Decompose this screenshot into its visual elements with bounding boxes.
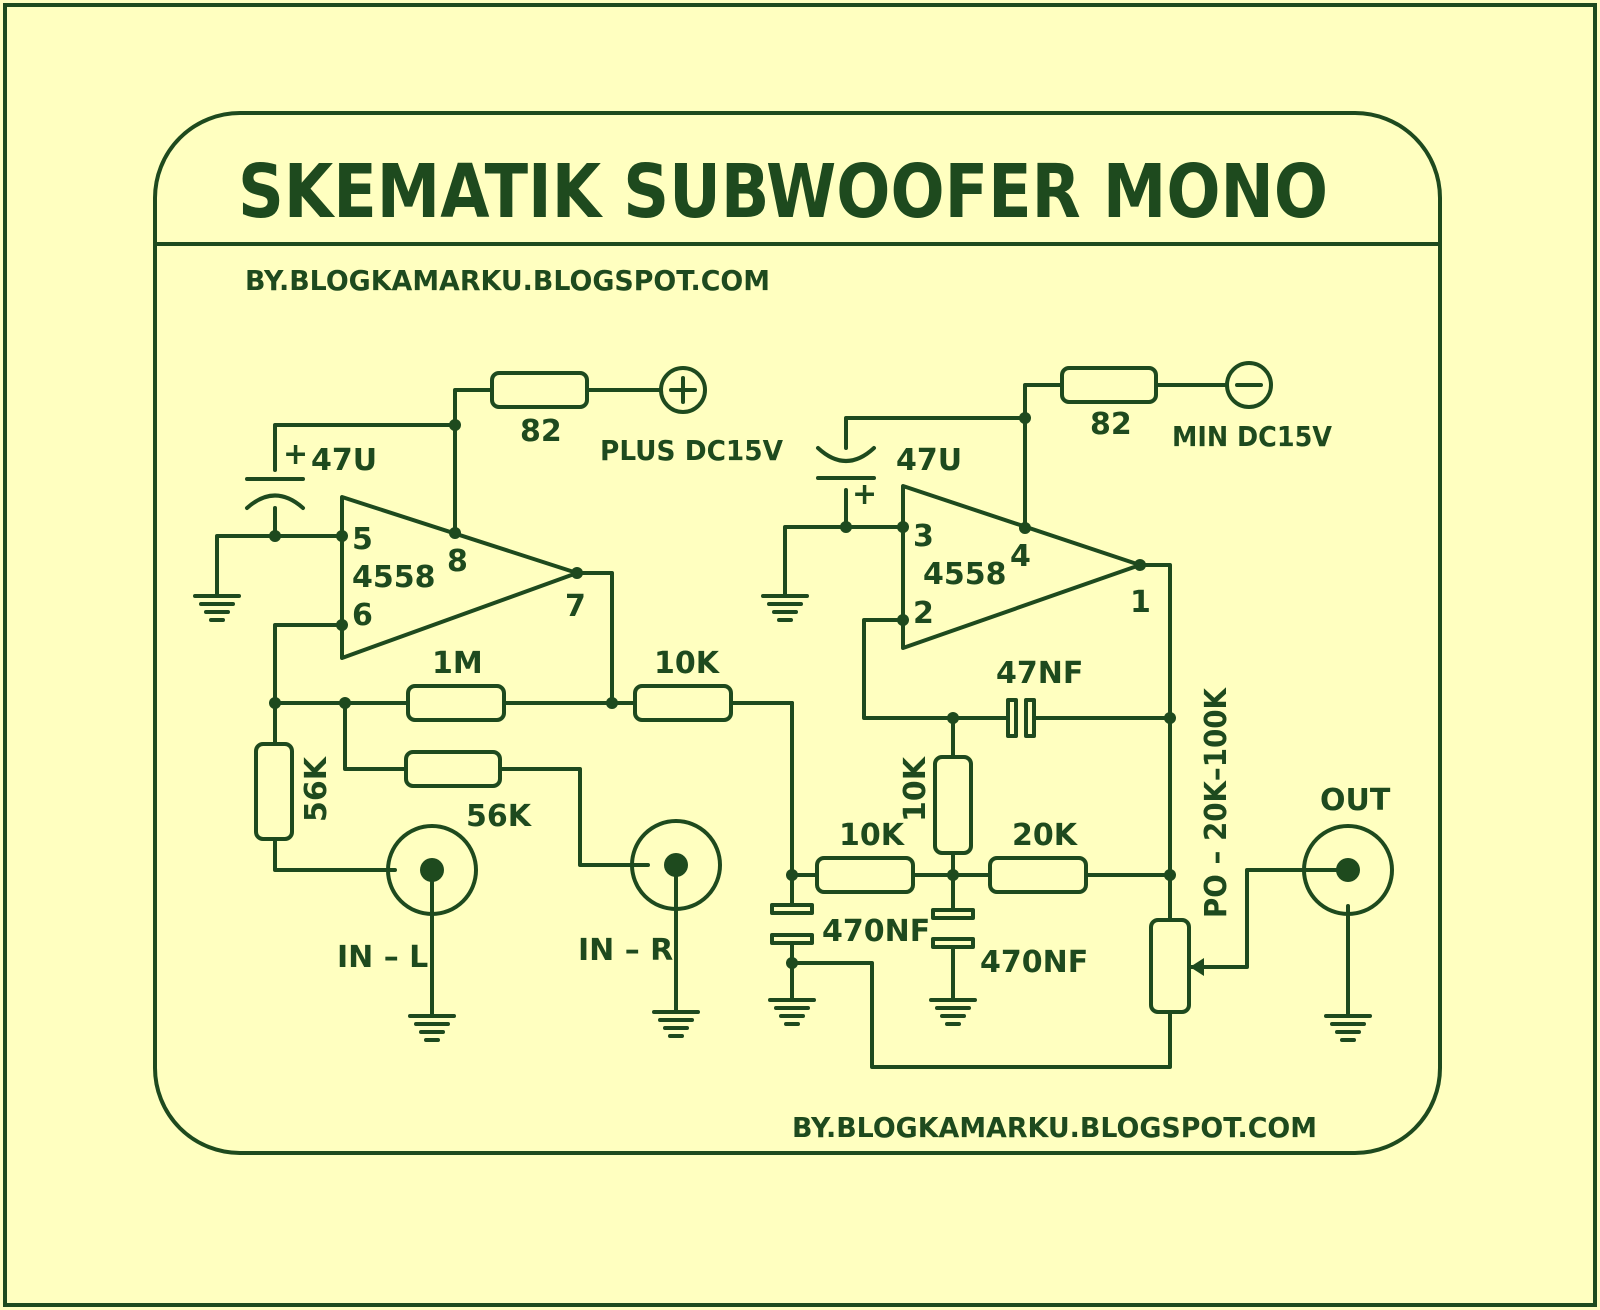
- wires: [215, 383, 1350, 1069]
- opamp2-pin-1: 1: [1130, 585, 1151, 620]
- cap-47nf-plate-a: [1006, 698, 1018, 738]
- plus-terminal: [659, 366, 707, 414]
- cap-470nf-1-plate-a: [770, 903, 814, 915]
- cap-470nf-2-plate-b: [931, 937, 975, 949]
- ground-5: [768, 998, 816, 1026]
- opamp1-pin-5: 5: [352, 522, 373, 557]
- cap-47nf-plate-b: [1024, 698, 1036, 738]
- pot-wiper-arrow: [1190, 958, 1204, 976]
- jack-out: [1302, 824, 1394, 916]
- opamp2-pin-3: 3: [913, 519, 934, 554]
- panel-frame: [153, 111, 1442, 1155]
- ground-7: [1324, 1014, 1372, 1042]
- page-title: SKEMATIK SUBWOOFER MONO: [238, 149, 1328, 235]
- jack-in-l: [386, 824, 478, 916]
- resistor-56k-right: [404, 750, 502, 788]
- label-82-min: 82: [1090, 407, 1132, 442]
- label-47u-right: 47U: [896, 443, 962, 478]
- ground-symbols: [193, 594, 1372, 1042]
- label-47u-left: 47U: [311, 443, 377, 478]
- opamp1-pin-6: 6: [352, 598, 373, 633]
- opamp1-name: 4558: [352, 560, 436, 595]
- resistor-1m: [406, 684, 506, 722]
- ground-1: [193, 594, 241, 622]
- opamp1-pin-8: 8: [447, 544, 468, 579]
- label-out: OUT: [1320, 783, 1391, 818]
- resistor-56k-left: [254, 742, 294, 841]
- credit-bottom: BY.BLOGKAMARKU.BLOGSPOT.COM: [792, 1111, 1317, 1144]
- label-47nf: 47NF: [996, 656, 1083, 691]
- opamp2-pin-2: 2: [913, 596, 934, 631]
- cap-470nf-1-plate-b: [770, 933, 814, 945]
- label-in-r: IN – R: [578, 933, 673, 968]
- outer-frame: [3, 3, 1597, 1307]
- label-pot: PO – 20K–100K: [1199, 686, 1234, 918]
- label-1m: 1M: [432, 646, 483, 681]
- resistor-10k-vertical: [933, 755, 973, 855]
- label-10k-vertical: 10K: [898, 755, 933, 822]
- opamp-2: [901, 484, 1142, 650]
- label-470nf-2: 470NF: [980, 945, 1088, 980]
- ground-4: [652, 1010, 700, 1038]
- ground-2: [761, 594, 809, 622]
- label-10k-out: 10K: [654, 646, 721, 681]
- resistor-20k: [988, 856, 1088, 894]
- labels: 47U 82 PLUS DC15V 47U 82 MIN DC15V 5 455…: [299, 407, 1391, 980]
- label-min-dc: MIN DC15V: [1172, 420, 1332, 453]
- cap-47u-left-curve: [245, 493, 305, 510]
- ground-6: [929, 998, 977, 1026]
- ground-3: [408, 1014, 456, 1042]
- label-in-l: IN – L: [337, 940, 428, 975]
- resistor-10k-filter: [815, 856, 915, 894]
- resistor-10k-out: [633, 684, 733, 722]
- label-56k-right: 56K: [466, 799, 533, 834]
- opamp2-pin-4: 4: [1010, 539, 1031, 574]
- resistor-82-min: [1060, 366, 1158, 404]
- resistors: [254, 366, 1191, 1014]
- jack-in-r: [630, 819, 722, 911]
- label-470nf-1: 470NF: [822, 914, 930, 949]
- resistor-82-plus: [490, 371, 589, 409]
- label-82-plus: 82: [520, 414, 562, 449]
- potentiometer: [1149, 918, 1191, 1014]
- cap-470nf-2-plate-a: [931, 908, 975, 920]
- minus-terminal: [1225, 361, 1273, 409]
- cap-47u-right-curve: [816, 446, 876, 463]
- opamp-1: [340, 495, 579, 660]
- opamp1-pin-7: 7: [565, 589, 586, 624]
- label-10k-filter: 10K: [839, 818, 906, 853]
- opamp2-name: 4558: [923, 557, 1007, 592]
- label-20k: 20K: [1012, 818, 1079, 853]
- capacitors: [245, 446, 1036, 949]
- label-plus-dc: PLUS DC15V: [600, 434, 783, 467]
- cap-right-plus-sign: +: [852, 477, 877, 512]
- cap-left-plus-sign: +: [283, 437, 308, 472]
- credit-top: BY.BLOGKAMARKU.BLOGSPOT.COM: [245, 264, 770, 297]
- label-56k-left: 56K: [299, 755, 334, 822]
